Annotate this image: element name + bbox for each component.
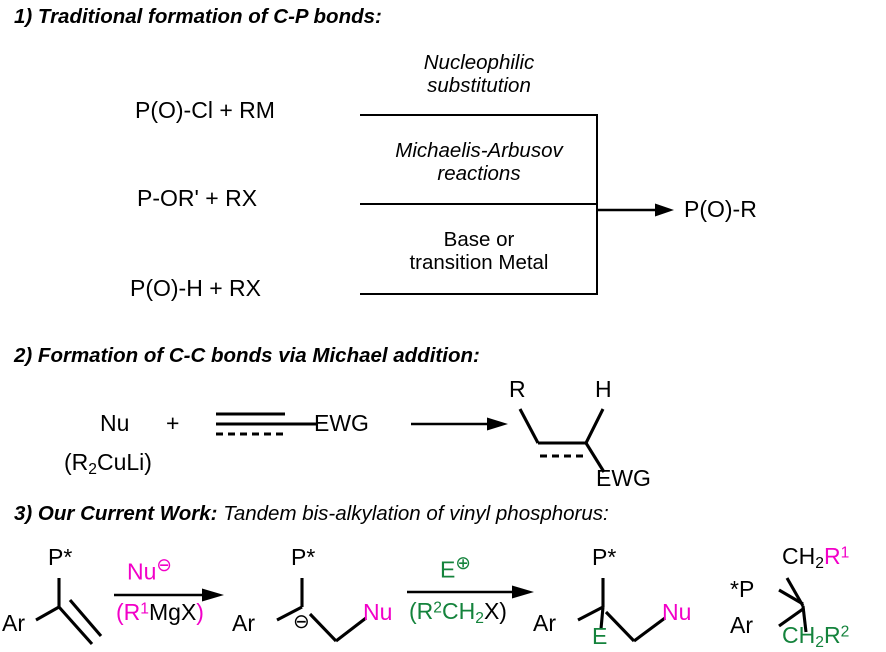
section-2-heading: 2) Formation of C-C bonds via Michael ad… xyxy=(14,344,480,368)
section-1-heading: 1) Traditional formation of C-P bonds: xyxy=(14,5,382,29)
arrow2-e-charge: ⊕ xyxy=(455,552,471,573)
condition-3-line-1: Base or xyxy=(443,228,515,251)
michael-nucleophile: Nu xyxy=(100,410,130,436)
arrow1-nu-charge: ⊖ xyxy=(156,554,172,575)
condition-rule-1 xyxy=(360,114,598,116)
product-phosphorus-label: P* xyxy=(592,544,617,570)
michael-plus-sign: + xyxy=(166,410,180,436)
intermediate-aryl-label: Ar xyxy=(232,610,255,636)
alkyne-ewg-label: EWG xyxy=(314,410,369,436)
condition-rule-2 xyxy=(360,203,598,205)
condition-3: Base or transition Metal xyxy=(360,228,598,275)
section-1-product: P(O)-R xyxy=(684,196,757,222)
final-top-r1: R1 xyxy=(823,543,850,569)
final-top-ch2: CH2 xyxy=(782,543,824,572)
final-aryl-label: Ar xyxy=(730,612,753,638)
arrow2-reagent-below: (R2CH2X) xyxy=(409,600,507,627)
reactant-row-2: P-OR' + RX xyxy=(137,185,258,211)
alkene-label-r: R xyxy=(509,376,526,402)
product-aryl-label: Ar xyxy=(533,610,556,636)
section-2-heading-bold: 2) Formation of C-C bonds via Michael ad… xyxy=(14,344,480,367)
arrow1-open-paren: ( xyxy=(116,599,124,625)
arrow1-close-paren: ) xyxy=(196,599,204,625)
condition-2: Michaelis-Arbusov reactions xyxy=(360,139,598,186)
arrow2-reagent-above: E⊕ xyxy=(440,552,471,583)
condition-1-line-2: substitution xyxy=(427,73,531,97)
arrow1-reagent-above: Nu⊖ xyxy=(127,554,172,585)
section-3-heading-bold: 3) Our Current Work: xyxy=(14,502,218,525)
bracket-vertical-line xyxy=(596,114,598,295)
intermediate-phosphorus-label: P* xyxy=(291,544,316,570)
section-3-heading-light: Tandem bis-alkylation of vinyl phosphoru… xyxy=(217,502,609,525)
arrow1-nu-label: Nu xyxy=(127,558,157,585)
condition-1: Nucleophilic substitution xyxy=(360,51,598,98)
intermediate-nucleophile-label: Nu xyxy=(363,599,393,625)
arrow1-r1: R1 xyxy=(123,599,149,625)
sm-aryl-label: Ar xyxy=(2,610,25,636)
arrow1-reagent-below: (R1MgX) xyxy=(116,601,204,624)
section-3-heading: 3) Our Current Work: Tandem bis-alkylati… xyxy=(14,502,609,526)
arrow1-mgx: MgX xyxy=(149,599,197,625)
condition-2-line-1: Michaelis-Arbusov xyxy=(395,139,563,162)
alkene-label-h: H xyxy=(595,376,612,402)
condition-2-line-2: reactions xyxy=(437,161,521,185)
final-phosphorus-label: *P xyxy=(730,576,755,602)
arrow2-open-paren: ( xyxy=(409,598,417,624)
reactant-row-3: P(O)-H + RX xyxy=(130,275,261,301)
sm-phosphorus-label: P* xyxy=(48,544,73,570)
michael-nucleophile-detail: (R2CuLi) xyxy=(64,449,152,478)
arrow2-e-label: E xyxy=(440,556,456,583)
alkene-label-ewg: EWG xyxy=(596,465,651,491)
arrow2-r2ch2: R2CH2 xyxy=(416,598,484,627)
final-top-branch: CH2R1 xyxy=(782,545,849,572)
intermediate-charge-label: ⊖ xyxy=(293,611,310,633)
final-bottom-branch: CH2R2 xyxy=(782,622,850,651)
condition-1-line-1: Nucleophilic xyxy=(423,51,535,74)
reactant-row-1: P(O)-Cl + RM xyxy=(135,97,275,123)
section-1-heading-bold: 1) Traditional formation of C-P bonds: xyxy=(14,5,382,28)
arrow2-close-paren: ) xyxy=(499,598,507,624)
arrow2-x: X xyxy=(483,598,500,624)
condition-3-line-2: transition Metal xyxy=(409,250,549,274)
condition-rule-3 xyxy=(360,293,598,295)
product-nucleophile-label: Nu xyxy=(662,599,692,625)
product-electrophile-label: E xyxy=(592,623,608,649)
